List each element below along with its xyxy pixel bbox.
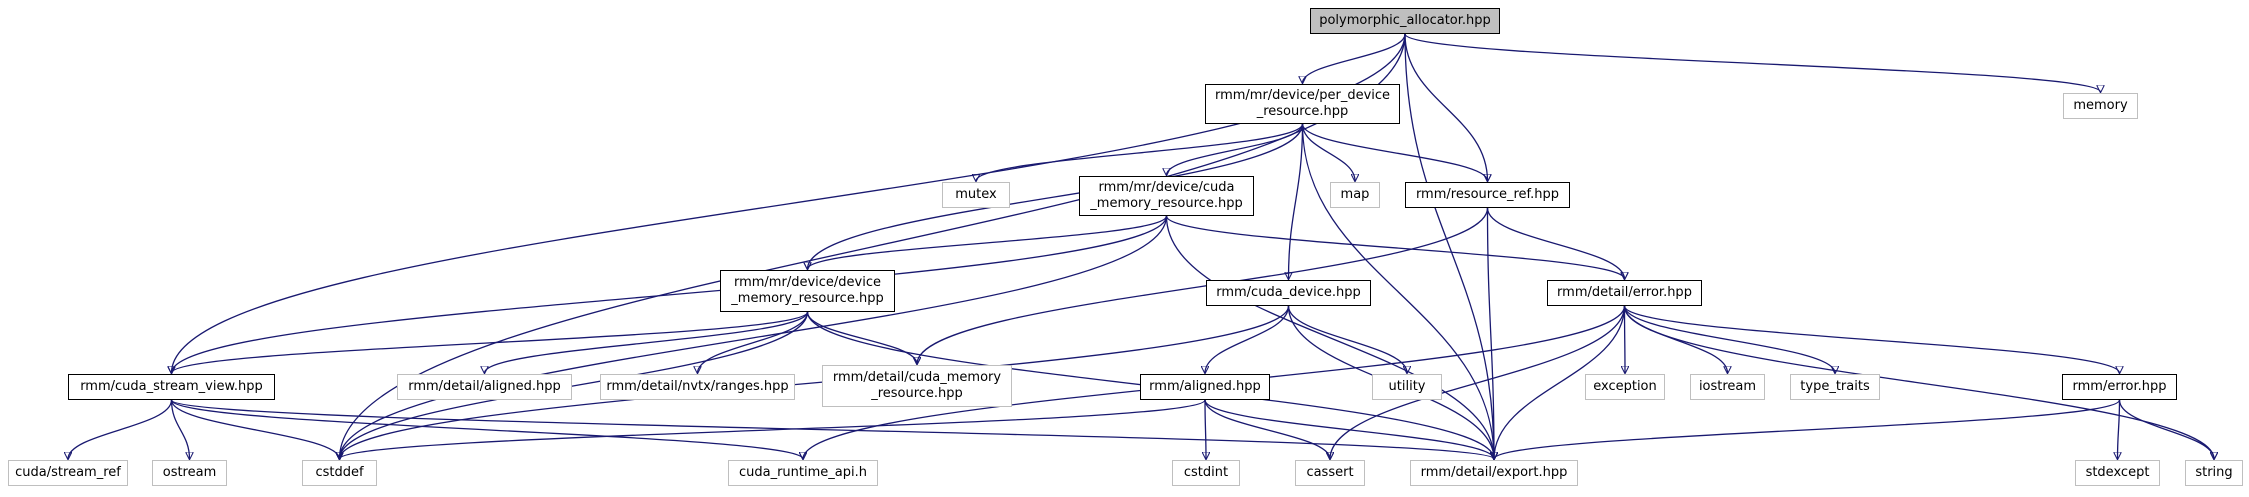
edge-polymorphic-allocator-to-memory <box>1404 33 2101 92</box>
edge-detail-error-to-rmm-error <box>1623 305 2120 373</box>
node-cassert: cassert <box>1295 460 1365 486</box>
edge-resource-ref-to-detail-error <box>1486 207 1625 279</box>
edge-cuda-memory-resource-to-cstddef <box>340 215 1168 459</box>
node-detail-export: rmm/detail/export.hpp <box>1410 460 1578 486</box>
edge-polymorphic-allocator-to-per-device-resource <box>1303 33 1406 83</box>
edge-cuda-memory-resource-to-detail-export <box>1165 215 1495 459</box>
node-detail-error[interactable]: rmm/detail/error.hpp <box>1547 280 1702 306</box>
node-memory: memory <box>2063 93 2138 119</box>
node-iostream: iostream <box>1690 374 1765 400</box>
edge-per-device-resource-to-map <box>1301 123 1356 181</box>
edge-detail-error-to-type-traits <box>1623 305 1836 373</box>
edge-cuda-memory-resource-to-cuda-stream-view <box>172 215 1168 373</box>
edge-detail-error-to-detail-export <box>1494 305 1626 459</box>
node-map: map <box>1330 182 1380 208</box>
edge-rmm-error-to-string <box>2118 399 2215 459</box>
edge-device-memory-resource-to-cstddef <box>340 311 809 459</box>
edge-aligned-to-cassert <box>1204 399 1330 459</box>
edge-cuda-stream-view-to-detail-export <box>170 399 1495 459</box>
edge-per-device-resource-to-mutex <box>976 123 1304 181</box>
edge-per-device-resource-to-resource-ref <box>1301 123 1488 181</box>
edge-resource-ref-to-detail-export <box>1486 207 1495 459</box>
edge-polymorphic-allocator-to-detail-export <box>1404 33 1494 459</box>
edge-per-device-resource-to-device-memory-resource <box>808 123 1304 269</box>
edge-cuda-stream-view-to-ostream <box>170 399 190 459</box>
edge-resource-ref-to-detail-cuda-memory-resource <box>917 207 1489 364</box>
edge-aligned-to-cstddef <box>340 399 1206 459</box>
node-per-device-resource[interactable]: rmm/mr/device/per_device _resource.hpp <box>1205 84 1400 124</box>
edge-aligned-to-detail-export <box>1204 399 1494 459</box>
node-cuda-device[interactable]: rmm/cuda_device.hpp <box>1206 280 1371 306</box>
edge-per-device-resource-to-cuda-device <box>1289 123 1304 279</box>
node-detail-aligned: rmm/detail/aligned.hpp <box>397 374 572 400</box>
edge-cuda-memory-resource-to-detail-error <box>1165 215 1625 279</box>
edge-cuda-device-to-cstddef <box>340 305 1290 459</box>
node-utility: utility <box>1372 374 1442 400</box>
edge-cuda-device-to-utility <box>1287 305 1408 373</box>
node-aligned[interactable]: rmm/aligned.hpp <box>1140 374 1270 400</box>
edge-per-device-resource-to-cuda-memory-resource <box>1167 123 1304 175</box>
edge-polymorphic-allocator-to-resource-ref <box>1404 33 1488 181</box>
edge-detail-error-to-exception <box>1625 305 1626 373</box>
node-cuda-memory-resource[interactable]: rmm/mr/device/cuda _memory_resource.hpp <box>1079 176 1254 216</box>
node-cstddef: cstddef <box>302 460 377 486</box>
node-type-traits: type_traits <box>1790 374 1880 400</box>
node-ostream: ostream <box>152 460 227 486</box>
node-resource-ref[interactable]: rmm/resource_ref.hpp <box>1405 182 1570 208</box>
edge-detail-error-to-cassert <box>1330 305 1626 459</box>
edge-device-memory-resource-to-nvtx-ranges <box>698 311 809 373</box>
edge-per-device-resource-to-detail-export <box>1301 123 1495 459</box>
node-exception: exception <box>1585 374 1665 400</box>
node-cstdint: cstdint <box>1172 460 1240 486</box>
node-polymorphic-allocator: polymorphic_allocator.hpp <box>1310 8 1500 34</box>
node-cuda-stream-view[interactable]: rmm/cuda_stream_view.hpp <box>68 374 275 400</box>
node-stdexcept: stdexcept <box>2075 460 2160 486</box>
edge-aligned-to-cstdint <box>1205 399 1206 459</box>
node-mutex: mutex <box>942 182 1010 208</box>
edge-rmm-error-to-stdexcept <box>2118 399 2120 459</box>
node-string: string <box>2185 460 2243 486</box>
node-rmm-error[interactable]: rmm/error.hpp <box>2062 374 2177 400</box>
edge-cuda-memory-resource-to-device-memory-resource <box>808 215 1168 269</box>
edge-cuda-device-to-aligned <box>1205 305 1290 373</box>
node-device-memory-resource[interactable]: rmm/mr/device/device _memory_resource.hp… <box>720 270 895 312</box>
edge-device-memory-resource-to-cuda-stream-view <box>172 311 809 373</box>
edge-cuda-stream-view-to-stream-ref <box>68 399 173 459</box>
node-cuda-runtime-api: cuda_runtime_api.h <box>728 460 878 486</box>
edge-detail-error-to-string <box>1623 305 2215 459</box>
edge-device-memory-resource-to-detail-aligned <box>485 311 809 373</box>
node-detail-cuda-memory-resource: rmm/detail/cuda_memory _resource.hpp <box>822 365 1012 407</box>
node-stream-ref: cuda/stream_ref <box>8 460 128 486</box>
edge-cuda-stream-view-to-cuda-runtime-api <box>170 399 804 459</box>
edge-device-memory-resource-to-detail-cuda-memory-resource <box>806 311 918 364</box>
node-nvtx-ranges: rmm/detail/nvtx/ranges.hpp <box>600 374 795 400</box>
edge-cuda-stream-view-to-cstddef <box>170 399 340 459</box>
edge-rmm-error-to-detail-export <box>1494 399 2121 459</box>
